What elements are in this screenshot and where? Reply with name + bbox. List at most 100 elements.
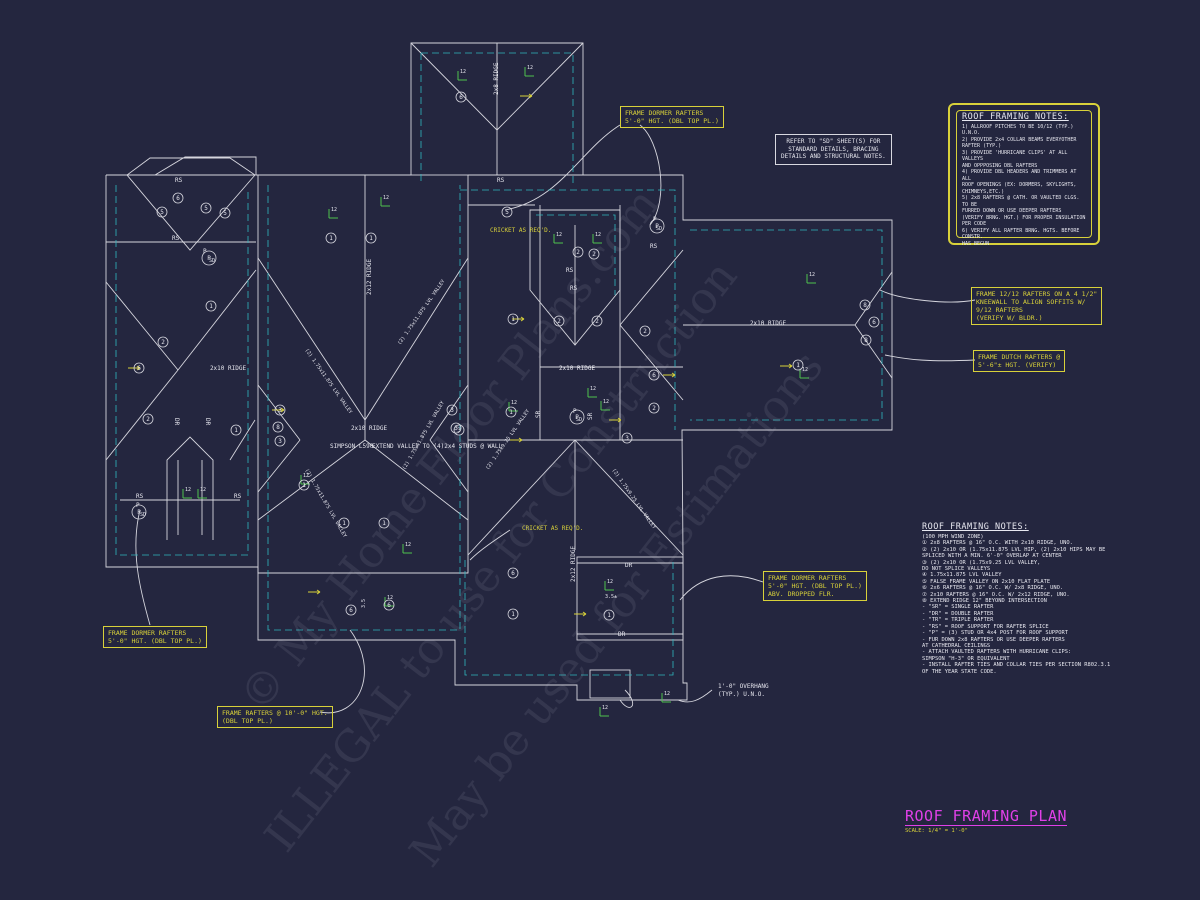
- framing-tag-circle: [338, 517, 350, 529]
- legend-note-line: - "TR" = TRIPLE RAFTER: [922, 617, 994, 624]
- pitch-label: 12: [603, 399, 609, 405]
- pitch-symbol: [524, 67, 534, 77]
- framing-tag-number: 2: [643, 328, 647, 335]
- framing-tag-number: 8: [276, 424, 280, 431]
- legend-notes-heading: ROOF FRAMING NOTES:: [922, 522, 1029, 532]
- callout-dutch: FRAME DUTCH RAFTERS @ 5'-6"± HGT. (VERIF…: [973, 350, 1066, 372]
- pitch-label: 12: [556, 232, 562, 238]
- pitch-label: 12: [664, 691, 670, 697]
- pitch-symbol: [604, 581, 614, 591]
- framing-tag-number: 3: [457, 427, 461, 434]
- legend-note-line: - "SR" = SINGLE RAFTER: [922, 604, 994, 611]
- framing-tag-number: 2: [592, 251, 596, 258]
- framing-tag-circle: [648, 402, 660, 414]
- framing-tag-number: P: [207, 255, 211, 262]
- framing-tag-circle: [453, 424, 465, 436]
- plan-label: P: [653, 216, 657, 223]
- callout-dormer-dropped: FRAME DORMER RAFTERS 5'-0" HGT. (DBL TOP…: [763, 571, 867, 601]
- ridge-label: 2x12 RIDGE: [570, 545, 577, 582]
- valley-label: (2) 1.75x11.875 LVL VALLEY: [402, 400, 446, 471]
- framing-tag-circle: [553, 315, 565, 327]
- rafter-direction-arrow: [520, 93, 533, 99]
- pitch-label: 12: [511, 400, 517, 406]
- plan-label: 3.5±: [605, 594, 617, 600]
- pitch-label: 12: [200, 487, 206, 493]
- legend-note-line: ⑤ FALSE FRAME VALLEY ON 2x10 FLAT PLATE: [922, 578, 1051, 585]
- framing-tag-circle: [859, 299, 871, 311]
- framing-tag-number: 2: [146, 416, 150, 423]
- plan-label: SR: [587, 412, 594, 420]
- legend-note-line: - FUR DOWN 2x8 RAFTERS OR USE DEEPER RAF…: [922, 636, 1065, 643]
- framing-tag-circle: [603, 609, 615, 621]
- legend-note-line: ⑦ 2x10 RAFTERS @ 16" O.C. W/ 2x12 RIDGE,…: [922, 591, 1070, 598]
- framing-tag-circle: [621, 432, 633, 444]
- callout-kneewall: FRAME 12/12 RAFTERS ON A 4 1/2" KNEEWALL…: [971, 287, 1103, 325]
- roof-framing-notes-general: ROOF FRAMING NOTES: 1) ALLROOF PITCHES T…: [948, 103, 1100, 247]
- callout-refer-sd: REFER TO "SD" SHEET(S) FOR STANDARD DETA…: [775, 134, 892, 165]
- rafter-direction-arrow: [663, 372, 676, 378]
- ridge-label: 2x10 RIDGE: [559, 365, 596, 372]
- pitch-symbol: [806, 274, 816, 284]
- rafter-direction-arrow: [780, 363, 793, 369]
- plan-label: RS: [234, 493, 242, 500]
- general-note-line: 1) ALLROOF PITCHES TO BE 10/12 (TYP.) U.…: [962, 123, 1074, 137]
- ridge-label: 2x8 RIDGE: [493, 62, 500, 95]
- pitch-label: 12: [331, 207, 337, 213]
- framing-tag-circle: [649, 218, 665, 234]
- framing-tag-circle: [274, 404, 286, 416]
- legend-note-line: OF THE YEAR STATE CODE.: [922, 668, 997, 675]
- legend-note-line: - "DR" = DOUBLE RAFTER: [922, 610, 994, 617]
- framing-tag-circle: [133, 362, 145, 374]
- framing-tag-number: 6: [176, 195, 180, 202]
- framing-tag-circle: [142, 413, 154, 425]
- callout-dormer-left: FRAME DORMER RAFTERS 5'-0" HGT. (DBL TOP…: [103, 626, 207, 648]
- plan-label: RS: [566, 267, 574, 274]
- framing-tag-number: 5: [505, 209, 509, 216]
- pitch-label: 12: [460, 69, 466, 75]
- framing-tag-number: P: [137, 509, 141, 516]
- framing-tag-circle: [378, 517, 390, 529]
- framing-tag-number: 3: [625, 435, 629, 442]
- plan-label: RS: [136, 493, 144, 500]
- rafter-direction-arrow: [308, 589, 321, 595]
- plan-label: P: [136, 502, 140, 509]
- framing-tag-number: 1: [607, 612, 611, 619]
- roof-framing-notes-legend: ROOF FRAMING NOTES: (100 MPH WIND ZONE) …: [922, 522, 1172, 675]
- callout-line: (TYP.) U.N.O.: [718, 690, 765, 698]
- general-note-line: (VERIFY BRNG. HGT.) FOR PROPER INSULATIO…: [962, 214, 1086, 221]
- general-note-line: 3) PROVIDE 'HURRICANE CLIPS' AT ALL VALL…: [962, 149, 1068, 163]
- pitch-symbol: [553, 234, 563, 244]
- framing-tag-number: 1: [511, 316, 515, 323]
- plan-label: RS: [172, 235, 180, 242]
- framing-tag-number: 2: [576, 249, 580, 256]
- framing-tag-circle: [591, 315, 603, 327]
- framing-tag-number: 2: [652, 405, 656, 412]
- general-note-line: 2) PROVIDE 2x4 COLLAR BEAMS EVERYOTHER: [962, 136, 1077, 143]
- pitch-symbol: [587, 388, 597, 398]
- framing-tag-number: 1: [234, 427, 238, 434]
- framing-tag-number: 5: [223, 210, 227, 217]
- extend-valley-note: EXTEND VALLEY TO (4)2x4 STUDS @ WALL: [372, 443, 502, 450]
- framing-tag-circle: [572, 246, 584, 258]
- legend-note-line: (100 MPH WIND ZONE): [922, 534, 984, 540]
- callout-line: 5'-6"± HGT. (VERIFY): [978, 361, 1057, 369]
- framing-tag-circle: [205, 300, 217, 312]
- framing-tag-circle: [230, 424, 242, 436]
- framing-tag-circle: [201, 250, 217, 266]
- framing-tag-circle: [450, 422, 462, 434]
- valley-label: (2) 1.75x11.875 LVL VALLEY: [397, 279, 447, 347]
- plan-label: SR: [535, 410, 542, 418]
- plan-label: SD: [576, 417, 582, 423]
- drawing-title: ROOF FRAMING PLAN: [905, 807, 1068, 826]
- plan-label: SD: [140, 512, 146, 518]
- callout-line: 5'-0" HGT. (DBL TOP PL.): [108, 637, 202, 645]
- callout-line: (VERIFY W/ BLDR.): [976, 314, 1043, 322]
- general-note-line: CHIMNEYS,ETC.): [962, 188, 1005, 195]
- plan-label: SD: [656, 226, 662, 232]
- pitch-label: 12: [383, 195, 389, 201]
- legend-note-line: ④ 1.75x11.875 LVL VALLEY: [922, 572, 1002, 579]
- callout-line: FRAME DORMER RAFTERS: [768, 574, 847, 582]
- pitch-label: 12: [185, 487, 191, 493]
- framing-tag-circle: [569, 409, 585, 425]
- plan-label: DR: [173, 418, 180, 426]
